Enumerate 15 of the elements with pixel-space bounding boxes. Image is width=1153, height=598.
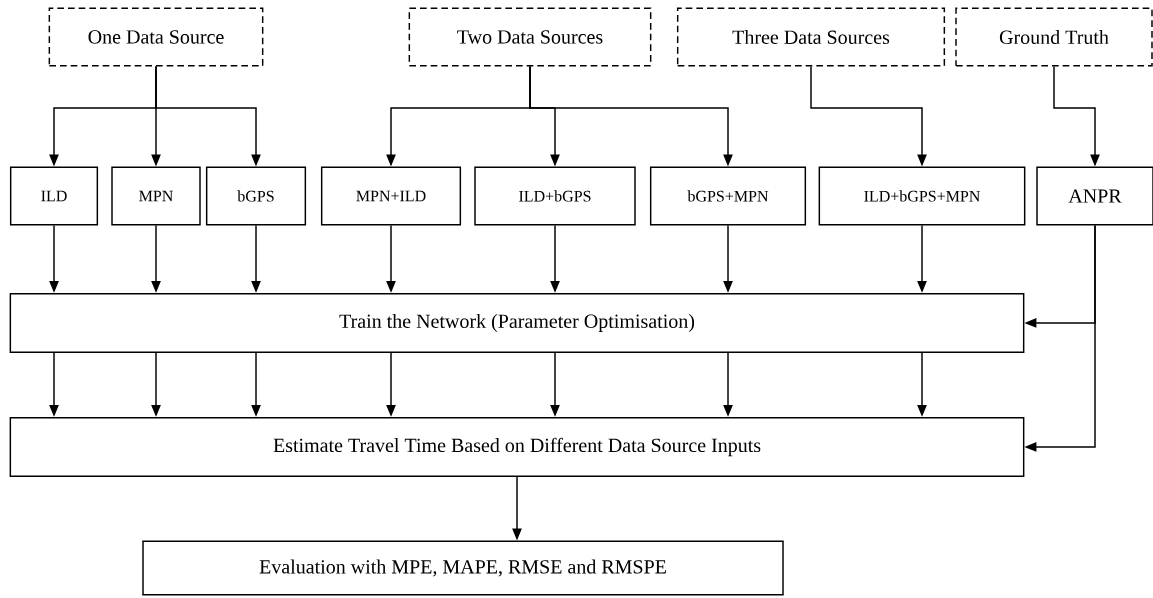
input-box: ILD+bGPS+MPN — [818, 166, 1026, 226]
input-box: bGPS+MPN — [649, 166, 807, 226]
source-box: Ground Truth — [955, 7, 1153, 67]
source-box: One Data Source — [48, 7, 264, 67]
input-box: MPN+ILD — [320, 166, 462, 226]
input-box: ILD — [9, 166, 99, 226]
source-box: Two Data Sources — [408, 7, 652, 67]
input-box: ILD+bGPS — [474, 166, 636, 226]
input-box: ANPR — [1036, 166, 1153, 226]
process-box: Evaluation with MPE, MAPE, RMSE and RMSPE — [142, 540, 784, 596]
process-box: Estimate Travel Time Based on Different Data Source Inputs — [9, 416, 1025, 478]
source-box: Three Data Sources — [676, 7, 946, 67]
input-box: bGPS — [205, 166, 307, 226]
process-box: Train the Network (Parameter Optimisation) — [9, 292, 1025, 354]
input-box: MPN — [111, 166, 201, 226]
